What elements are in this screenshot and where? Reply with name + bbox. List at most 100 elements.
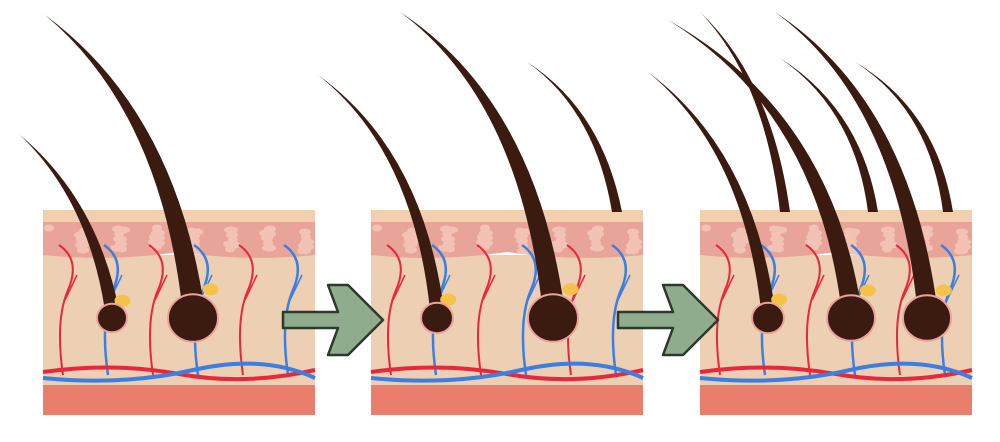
skin-cell: [299, 228, 311, 236]
subcutaneous-layer: [700, 385, 972, 415]
hair-bulb: [96, 302, 128, 334]
skin-cell: [148, 238, 162, 246]
hair-shaft: [668, 20, 861, 306]
skin-cell: [627, 228, 639, 236]
skin-cell: [767, 244, 781, 252]
skin-cell: [881, 226, 895, 234]
sebaceous-gland: [859, 284, 876, 297]
skin-cell: [298, 242, 308, 250]
skin-cell: [552, 226, 566, 234]
vessel-branch: [527, 274, 541, 301]
capillary: [148, 244, 164, 376]
hair-bulb: [826, 294, 876, 342]
skin-cell: [590, 244, 604, 252]
capillary: [58, 244, 74, 376]
skin-cell: [809, 224, 819, 232]
hair-shaft: [45, 15, 204, 306]
vein: [283, 243, 300, 376]
hair-shaft: [855, 62, 953, 212]
skin-cell: [880, 240, 892, 248]
hair-shaft: [648, 72, 775, 310]
skin-cell: [259, 229, 273, 237]
skin-cell: [297, 247, 311, 255]
skin-cell: [224, 226, 238, 234]
skin-panel-1: [20, 15, 316, 415]
capillary: [476, 244, 492, 376]
skin-cell: [551, 240, 563, 248]
skin-cell: [187, 227, 197, 235]
vessel-branch: [289, 274, 303, 301]
skin-cell: [731, 231, 743, 239]
hair-bulb: [902, 294, 952, 342]
vessel-branch: [721, 274, 735, 301]
vessel-branch: [572, 274, 586, 301]
skin-cell: [223, 240, 235, 248]
skin-cell: [438, 244, 452, 252]
vessel-branch: [617, 274, 631, 301]
skin-cell: [770, 235, 784, 243]
hair-shaft: [318, 75, 444, 310]
skin-panel-3: [648, 12, 973, 415]
subcutaneous-layer: [371, 385, 643, 415]
sebaceous-gland: [440, 293, 457, 306]
skin-cell: [844, 227, 854, 235]
hair-bulb: [751, 301, 785, 335]
vein-main: [370, 361, 644, 383]
skin-cell: [480, 224, 490, 232]
skin-panel-2: [318, 12, 644, 415]
vessel-branch: [244, 274, 258, 301]
skin-cell: [954, 247, 968, 255]
sebaceous-gland: [935, 284, 952, 297]
vessel-branch: [154, 274, 168, 301]
skin-cell: [843, 232, 857, 240]
vein: [521, 243, 538, 376]
hair-shaft: [20, 135, 119, 311]
sebaceous-gland: [771, 293, 788, 306]
arrow-right-icon: [281, 283, 385, 357]
skin-cell: [402, 231, 414, 239]
skin-cell: [372, 224, 382, 232]
sebaceous-gland: [562, 283, 579, 296]
sebaceous-gland: [202, 283, 219, 296]
hair-shaft: [775, 12, 937, 306]
skin-cell: [626, 242, 636, 250]
hair-bulb: [167, 293, 219, 343]
hair-shaft: [400, 12, 564, 306]
skin-cell: [806, 233, 816, 241]
hair-bulb: [420, 301, 454, 335]
skin-cell: [440, 225, 452, 233]
skin-cell: [262, 244, 276, 252]
vessel-branch: [392, 274, 406, 301]
vessel-branch: [811, 274, 825, 301]
vessel-branch: [901, 274, 915, 301]
skin-cell: [403, 241, 417, 249]
skin-cell: [113, 235, 127, 243]
skin-cell: [74, 231, 86, 239]
vein: [611, 243, 628, 376]
skin-cell: [112, 225, 124, 233]
skin-cell: [769, 225, 781, 233]
capillary: [895, 244, 911, 376]
skin-cell: [44, 224, 54, 232]
arrow-right-icon: [616, 283, 720, 357]
vessel-branch: [946, 274, 960, 301]
capillary: [238, 244, 254, 376]
capillary: [715, 244, 731, 376]
skin-cell: [955, 242, 965, 250]
vein-main: [699, 361, 973, 383]
skin-cell: [441, 235, 455, 243]
hair-shaft: [700, 12, 790, 212]
skin-cell: [732, 241, 746, 249]
sebaceous-gland: [114, 294, 131, 307]
vein-main: [42, 361, 316, 383]
hair-bulb: [527, 293, 579, 343]
skin-cell: [587, 229, 601, 237]
skin-cell: [477, 233, 487, 241]
skin-cell: [514, 232, 528, 240]
skin-cell: [805, 238, 819, 246]
epidermis-layer: [371, 210, 643, 222]
subcutaneous-layer: [43, 385, 315, 415]
vessel-branch: [64, 274, 78, 301]
skin-cell: [625, 247, 639, 255]
